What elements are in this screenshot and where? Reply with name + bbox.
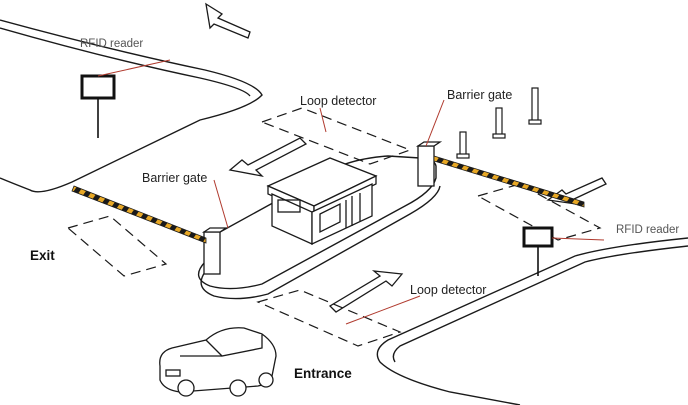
rfid-reader-icon (82, 76, 114, 138)
direction-arrow-icon (230, 138, 306, 176)
loop-detector-top-label: Loop detector (300, 95, 376, 108)
barrier-gate-right-label: Barrier gate (447, 89, 512, 102)
barrier-gate-icon (72, 186, 226, 274)
loop-detector-exit (68, 216, 166, 276)
direction-arrow-icon (330, 271, 402, 312)
loop-detector-bottom-label: Loop detector (410, 284, 486, 297)
direction-arrow-icon (206, 4, 250, 38)
barrier-gate-icon (418, 142, 584, 207)
barrier-gate-left-label: Barrier gate (142, 172, 207, 185)
exit-label: Exit (30, 249, 55, 263)
rfid-reader-left-label: RFID reader (80, 39, 143, 51)
car-icon (160, 328, 276, 396)
rfid-reader-right-label: RFID reader (616, 225, 679, 237)
loop-detector-bottom (258, 290, 400, 346)
entrance-label: Entrance (294, 367, 352, 381)
